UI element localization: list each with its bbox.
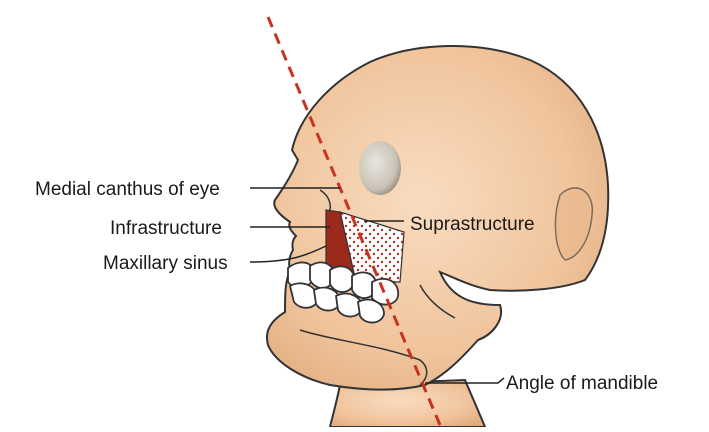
dashed-reference-line xyxy=(266,16,442,426)
label-maxillary-sinus: Maxillary sinus xyxy=(103,253,228,274)
label-suprastructure: Suprastructure xyxy=(410,214,535,235)
leader-lines xyxy=(249,187,505,384)
teeth xyxy=(287,261,399,324)
leader-maxillary-sinus xyxy=(249,245,327,263)
label-medial-canthus: Medial canthus of eye xyxy=(35,179,220,200)
ear xyxy=(554,187,593,261)
label-angle-of-mandible: Angle of mandible xyxy=(506,373,658,394)
ramus-line xyxy=(419,284,456,319)
label-infrastructure: Infrastructure xyxy=(110,218,222,239)
leader-angle-of-mandible xyxy=(425,377,505,384)
eye-orbit xyxy=(359,141,401,195)
